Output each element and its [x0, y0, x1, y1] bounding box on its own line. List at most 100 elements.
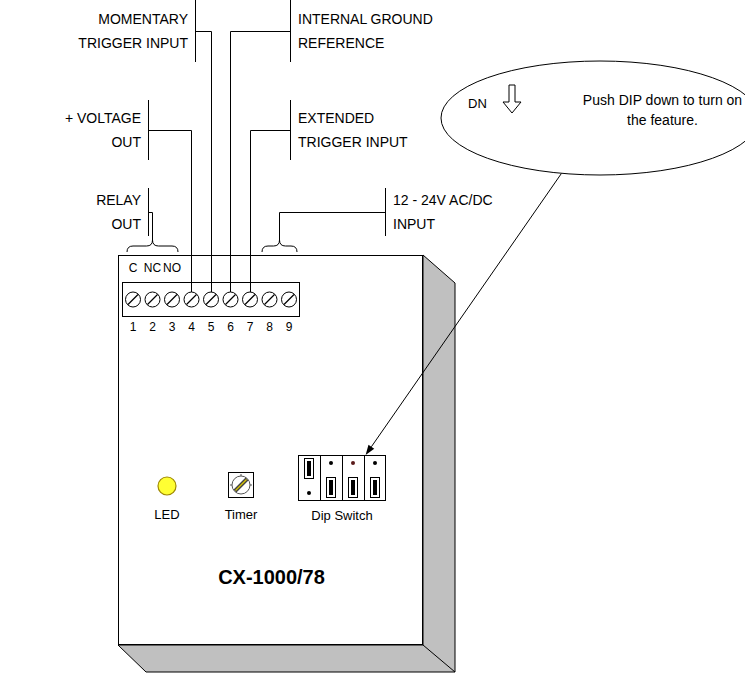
terminal-number: 4 — [184, 320, 200, 334]
text-holder: DN — [468, 96, 502, 111]
dip-lever-core — [329, 480, 333, 495]
terminal-screw — [204, 292, 219, 307]
dip-lever-core — [351, 480, 355, 495]
callout-outline — [440, 60, 745, 176]
timer-dial — [232, 476, 250, 494]
callout-ellipse — [441, 61, 745, 175]
screw-slot — [284, 295, 294, 305]
label-holder: 9 — [281, 320, 297, 334]
terminal-number: 1 — [125, 320, 141, 334]
label-holder: EXTENDED TRIGGER INPUT — [298, 106, 423, 154]
callout-bubble: DN Push DIP down to turn on the feature. — [440, 60, 745, 176]
model-number: CX-1000/78 — [119, 566, 424, 589]
dip-lever-core — [373, 480, 377, 495]
screw-slot — [148, 295, 158, 305]
callout-note: Push DIP down to turn on the feature. — [580, 90, 745, 130]
label-holder: NC — [143, 261, 163, 275]
terminal-screw — [223, 292, 238, 307]
dip-dot — [373, 461, 377, 465]
screw-slot — [167, 295, 177, 305]
timer-tick — [250, 485, 252, 486]
terminal-screw — [262, 292, 277, 307]
dip-switch: Dip Switch — [298, 455, 386, 523]
leader-line — [149, 213, 153, 241]
label-holder: NO — [162, 261, 182, 275]
terminal-number: 2 — [145, 320, 161, 334]
leader-line — [231, 32, 291, 293]
timer-knob — [229, 473, 254, 498]
label-holder: 6 — [223, 320, 239, 334]
part-label: Dip Switch — [298, 508, 386, 523]
dip-lever — [327, 478, 336, 498]
housing-shadow — [118, 255, 455, 672]
callout-arrow — [366, 173, 562, 455]
label-holder: 8 — [262, 320, 278, 334]
label-holder: LED — [142, 507, 192, 522]
label-holder: + VOLTAGE OUT — [51, 106, 141, 154]
terminal-screw — [243, 292, 258, 307]
text-holder: Dip Switch — [298, 508, 386, 523]
label-holder: 2 — [145, 320, 161, 334]
timer-tick — [241, 474, 242, 476]
led-symbol — [158, 477, 176, 495]
label-holder: Timer — [211, 507, 271, 522]
signal-label: EXTENDED TRIGGER INPUT — [298, 106, 423, 154]
brace — [127, 240, 178, 252]
timer-slot — [235, 479, 247, 491]
terminal-screw — [126, 292, 141, 307]
screw-slot — [187, 295, 197, 305]
text-holder: CX-1000/78 — [119, 566, 424, 589]
terminal-letter: NC — [143, 261, 163, 275]
down-arrow-symbol — [503, 85, 521, 113]
timer-slot-mark — [236, 480, 247, 491]
direction-label: DN — [468, 96, 502, 111]
device-housing: CX-1000/78 Dip Switch — [118, 255, 423, 645]
label-holder: 3 — [164, 320, 180, 334]
screw-slot — [226, 295, 236, 305]
terminal-letter: C — [123, 261, 143, 275]
timer-frame — [229, 473, 254, 498]
screw-slot — [128, 295, 138, 305]
dip-switch-symbol — [298, 455, 386, 501]
terminal-screw — [282, 292, 297, 307]
dip-divider — [364, 456, 365, 501]
terminal-number: 5 — [203, 320, 219, 334]
dip-dot — [329, 461, 333, 465]
label-holder: MOMENTARY TRIGGER INPUT — [68, 7, 188, 55]
signal-label: + VOLTAGE OUT — [51, 106, 141, 154]
label-holder: 12 - 24V AC/DC INPUT — [393, 188, 508, 236]
terminal-screw — [184, 292, 199, 307]
signal-label: 12 - 24V AC/DC INPUT — [393, 188, 508, 236]
screw-slot — [265, 295, 275, 305]
dip-frame — [299, 456, 386, 501]
part-label: LED — [142, 507, 192, 522]
leader-line — [196, 32, 212, 293]
terminal-number: 3 — [164, 320, 180, 334]
label-holder: 7 — [242, 320, 258, 334]
leader-line — [280, 213, 386, 241]
terminal-letter: NO — [162, 261, 182, 275]
dip-divider — [320, 456, 321, 501]
housing-edge — [423, 645, 455, 672]
dip-lever — [305, 459, 314, 479]
dip-lever — [349, 478, 358, 498]
leader-line — [251, 131, 291, 293]
text-holder: Push DIP down to turn on the feature. — [580, 90, 745, 130]
part-label: Timer — [211, 507, 271, 522]
arrowhead — [366, 445, 375, 455]
label-holder: INTERNAL GROUND REFERENCE — [298, 7, 458, 55]
screw-slot — [245, 295, 255, 305]
terminal-screws — [126, 292, 297, 307]
timer-tick — [230, 485, 232, 486]
label-holder: C — [123, 261, 143, 275]
terminal-number: 7 — [242, 320, 258, 334]
signal-label: RELAY OUT — [81, 188, 141, 236]
arrow-line — [371, 173, 561, 446]
label-holder: RELAY OUT — [81, 188, 141, 236]
dip-dot — [307, 491, 311, 495]
terminal-number: 6 — [223, 320, 239, 334]
terminal-number: 8 — [262, 320, 278, 334]
terminal-screw — [145, 292, 160, 307]
terminal-number: 9 — [281, 320, 297, 334]
label-holder: 1 — [125, 320, 141, 334]
